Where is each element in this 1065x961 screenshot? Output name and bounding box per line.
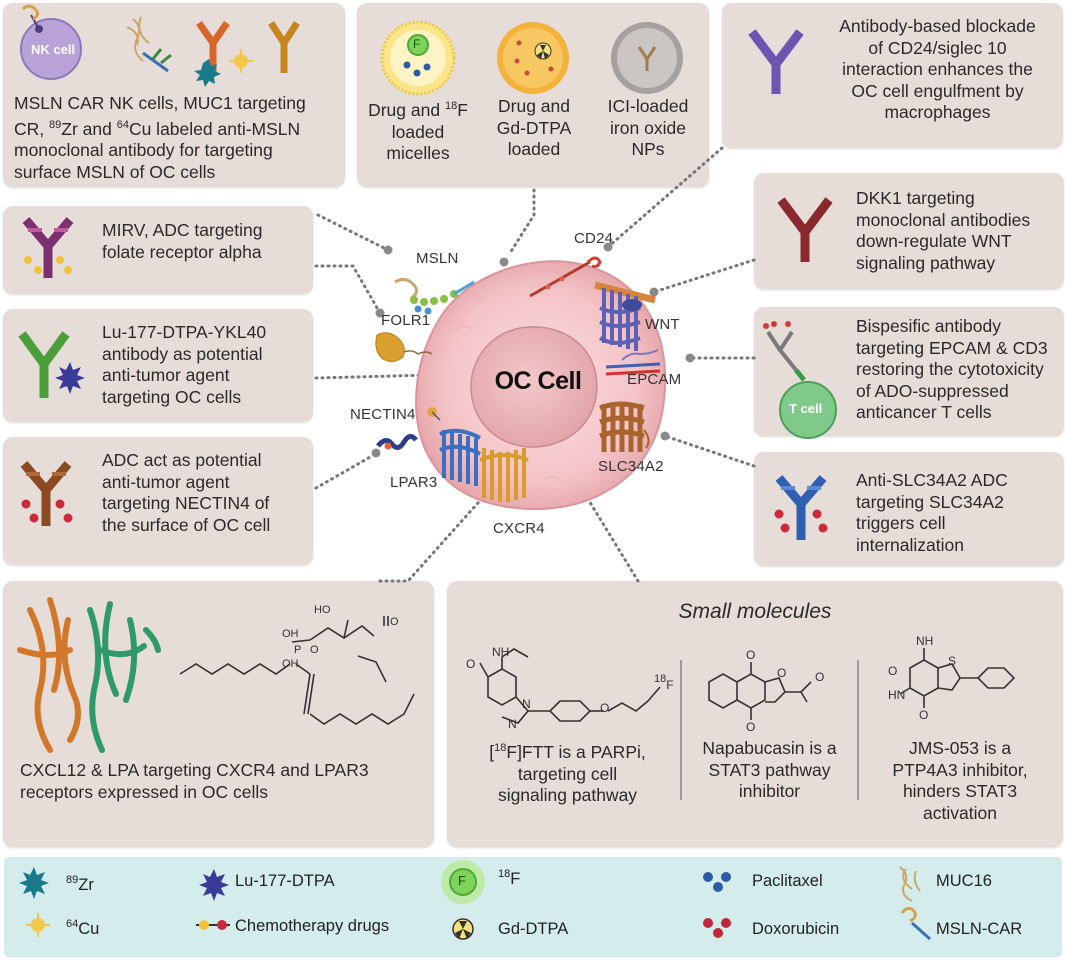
label-nectin4: NECTIN4 [350, 406, 416, 423]
label-slc34a2: SLC34A2 [598, 458, 664, 475]
legend-icons [19, 860, 931, 941]
ftt-structure [479, 648, 661, 724]
folr1-receptor-icon [375, 332, 433, 363]
nk-cell-label: NK cell [31, 42, 76, 57]
cd24-antibody-icon [748, 29, 804, 94]
epcam-receptor-icon [605, 349, 661, 376]
legend-lu: Lu-177-DTPA [235, 872, 335, 890]
legend-f18: 18F [498, 868, 521, 888]
label-folr1: FOLR1 [381, 312, 431, 329]
nanoparticle-text-1: Drug and 18F loaded micelles [368, 100, 468, 163]
cu-icon [26, 913, 50, 937]
legend-chemo: Chemotherapy drugs [235, 917, 390, 935]
mirv-adc-icon [22, 217, 74, 278]
t-cell-label: T cell [789, 401, 823, 416]
small-molecules-box [447, 581, 1063, 847]
nanoparticle-icons [380, 20, 683, 96]
napabucasin-atom-labels: O O O O [746, 648, 825, 734]
divider-2 [857, 660, 859, 800]
paclitaxel-icon [703, 872, 731, 892]
lpa-atom-labels: HO OH P O OH O [282, 604, 399, 670]
cd24-receptor-icon [529, 256, 602, 298]
lu177-antibody-icon [18, 331, 85, 398]
f-icon-label: F [413, 37, 421, 51]
dkk1-antibody-icon [777, 197, 833, 262]
legend-paclitaxel: Paclitaxel [752, 872, 823, 890]
nectin4-adc-icon [20, 461, 73, 526]
msln-receptor-icon [394, 277, 475, 315]
msln-box-text: MSLN CAR NK cells, MUC1 targeting CR, 89… [14, 93, 306, 182]
cxcl12-protein-structure [17, 597, 161, 753]
legend-mslncar: MSLN-CAR [936, 920, 1023, 938]
legend-f-icon-label: F [458, 873, 466, 888]
slc34a2-receptor-icon [599, 401, 650, 452]
oc-cell-label: OC Cell [494, 367, 582, 395]
cxcr4-receptor-icon [479, 448, 529, 502]
gd-icon [452, 918, 474, 940]
legend-cu: 64Cu [66, 918, 100, 938]
nectin4-box [3, 437, 313, 565]
bispecific-tcell-icon [763, 321, 837, 439]
lpar3-receptor-icon [439, 428, 481, 486]
nanoparticle-text-2: Drug and Gd-DTPA loaded [496, 96, 572, 159]
folr1-box [3, 206, 313, 294]
label-epcam: EPCAM [627, 371, 682, 388]
doxorubicin-icon [703, 918, 731, 938]
ftt-atom-labels: O NH N N O 18F [466, 645, 674, 731]
label-cxcr4: CXCR4 [493, 520, 545, 537]
ftt-text: [18F]FTT is a PARPi, targeting cell sign… [489, 742, 646, 805]
label-msln: MSLN [416, 250, 459, 267]
legend-zr: 89Zr [66, 874, 94, 894]
lpa-molecule-structure [179, 616, 415, 725]
legend [4, 857, 1062, 957]
f18-icon [441, 860, 485, 904]
slc34a2-box [754, 452, 1064, 566]
muc16-icon [899, 866, 921, 902]
jms053-atom-labels: NH O HN O S [888, 634, 957, 722]
label-cd24: CD24 [574, 230, 614, 247]
wnt-receptor-icon [594, 281, 656, 351]
napabucasin-structure [708, 662, 812, 720]
small-molecules-title: Small molecules [678, 600, 832, 623]
zr-icon [19, 867, 49, 899]
lu-icon [199, 869, 229, 901]
legend-muc16: MUC16 [936, 872, 992, 890]
chemo-icon [196, 920, 230, 930]
nanoparticle-text-3: ICI-loaded iron oxide NPs [607, 96, 689, 159]
lu177-box [3, 309, 313, 422]
msln-box-icons [20, 4, 300, 87]
legend-doxorubicin: Doxorubicin [752, 920, 840, 938]
nectin4-receptor-icon [376, 407, 441, 450]
label-lpar3: LPAR3 [390, 474, 438, 491]
label-wnt: WNT [645, 316, 680, 333]
mslncar-icon [900, 906, 931, 941]
legend-gd: Gd-DTPA [498, 920, 569, 938]
jms053-structure [899, 648, 1016, 708]
divider-1 [680, 660, 682, 800]
slc34a2-adc-icon [774, 475, 828, 540]
